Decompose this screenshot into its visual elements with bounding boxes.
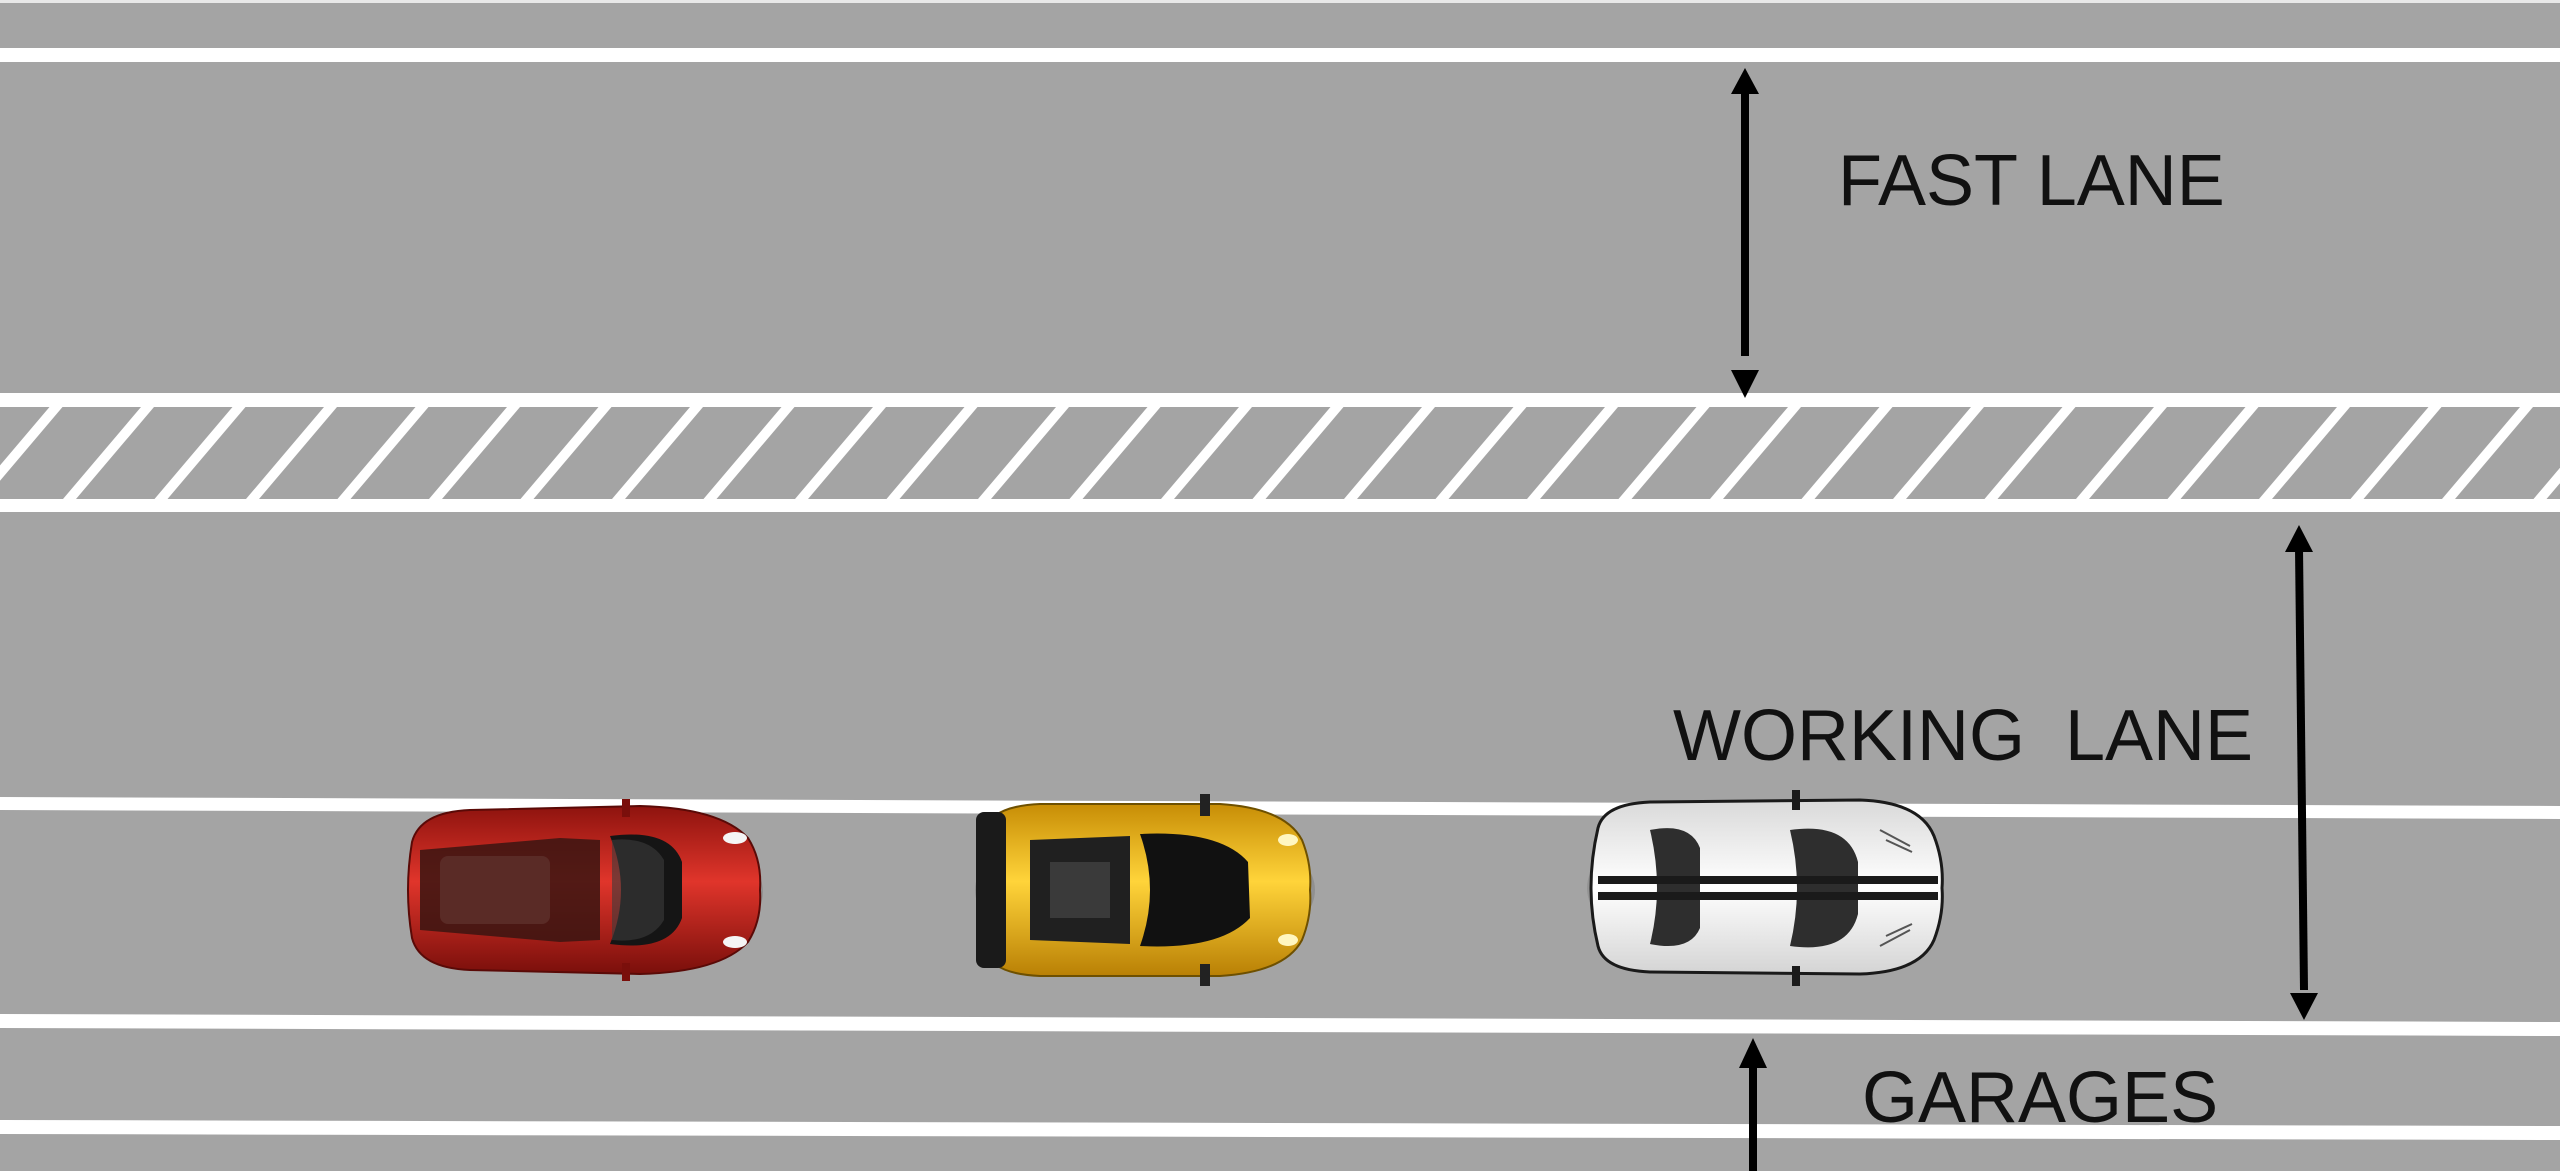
garages-label: GARAGES (1862, 1062, 2218, 1134)
working-lane-label: WORKING LANE (1673, 700, 2253, 772)
white-race-car (1587, 790, 1943, 986)
fast-lane-top-line (0, 48, 2560, 62)
red-sports-car (407, 799, 763, 981)
hatched-zone-bottom-line (0, 499, 2560, 512)
yellow-sports-car (975, 794, 1315, 986)
fast-lane-label: FAST LANE (1838, 145, 2225, 217)
hatched-zone-top-line (0, 393, 2560, 407)
top-edge (0, 0, 2560, 3)
